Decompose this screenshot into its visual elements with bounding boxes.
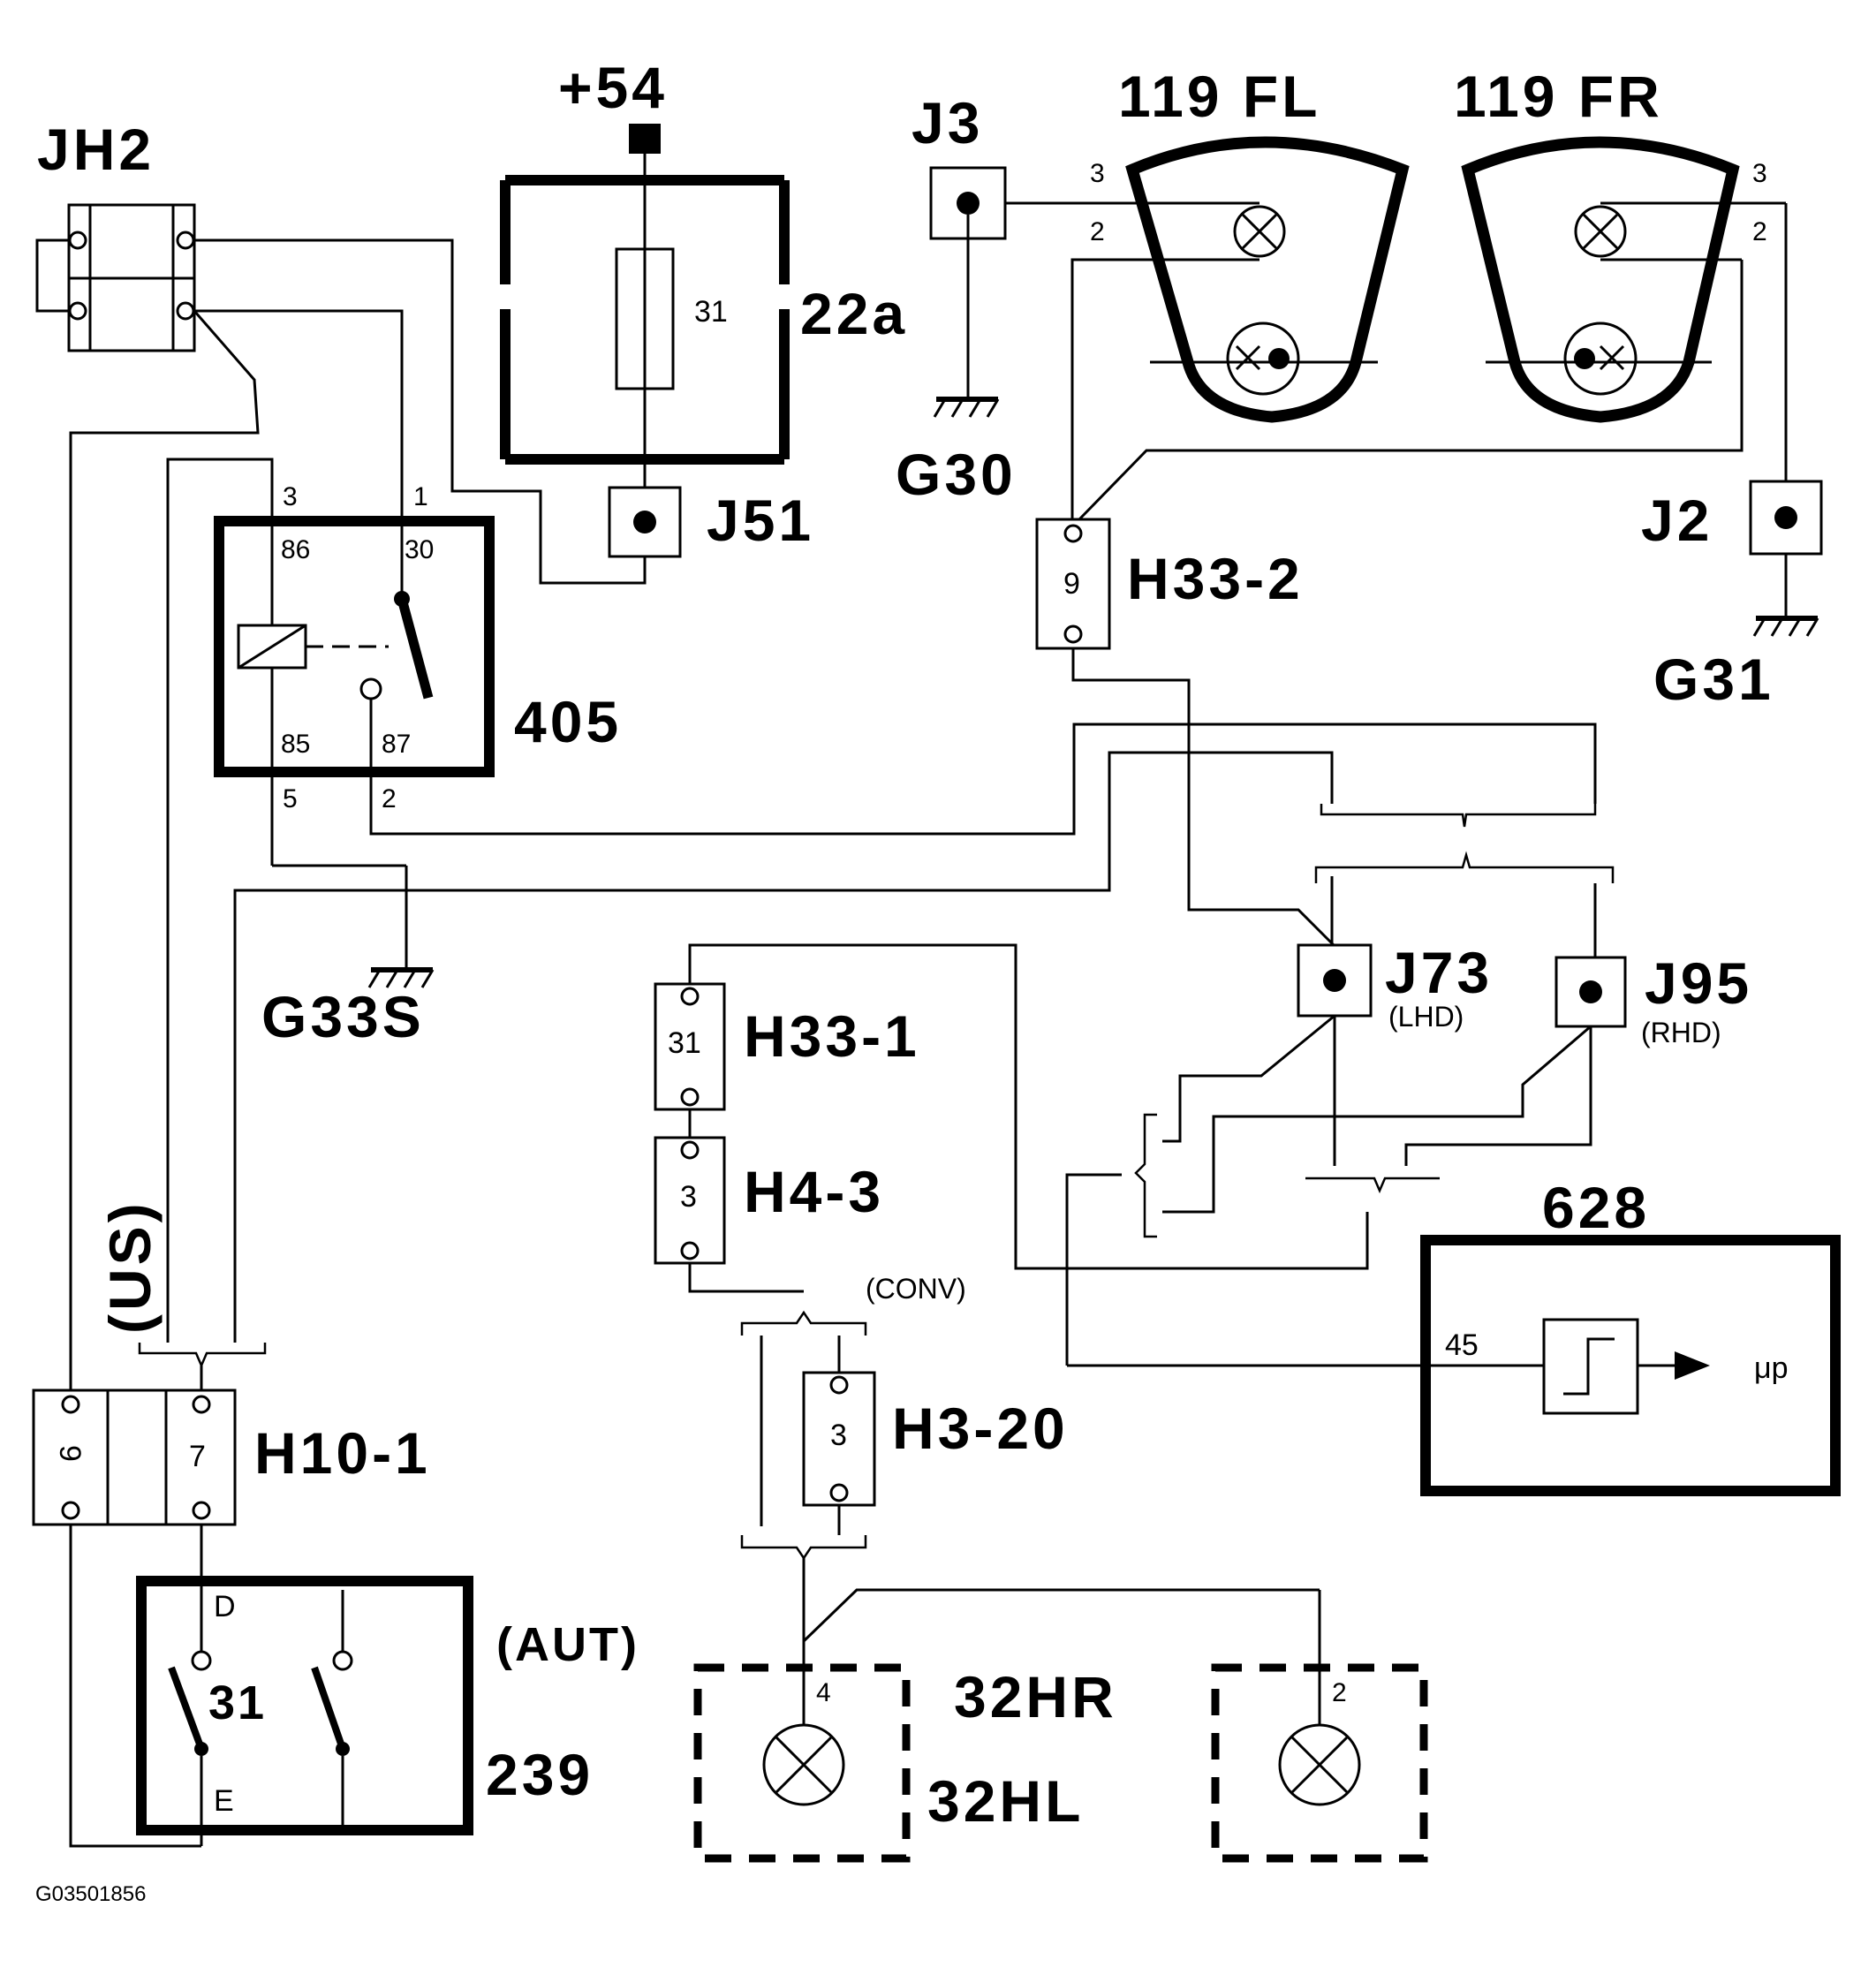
label-j73: J73 — [1385, 940, 1493, 1005]
label-conv: (CONV) — [866, 1273, 966, 1305]
label-h10-1: H10-1 — [254, 1420, 431, 1486]
label-g31: G31 — [1653, 647, 1774, 712]
label-plus54: +54 — [558, 55, 668, 120]
headlamp-119-fr — [1461, 136, 1786, 423]
label-us: (US) — [97, 1199, 163, 1334]
connector-j2 — [1749, 203, 1823, 618]
label-628: 628 — [1542, 1175, 1650, 1240]
relay-pin-1: 1 — [413, 482, 428, 511]
label-22a: 22a — [800, 281, 908, 346]
label-h3-20: H3-20 — [892, 1396, 1069, 1461]
fr-pin-2: 2 — [1752, 217, 1767, 246]
connector-j3 — [929, 166, 1007, 399]
label-32hl: 32HL — [927, 1768, 1084, 1834]
relay-pin-85: 85 — [281, 730, 310, 759]
connector-j95 — [1555, 956, 1627, 1028]
label-h33-2: H33-2 — [1127, 546, 1304, 611]
lamp-hl-pin-4: 4 — [816, 1678, 831, 1707]
switch-pin-e: E — [214, 1784, 234, 1818]
figure-id: G03501856 — [35, 1882, 146, 1906]
label-32hr: 32HR — [954, 1664, 1117, 1729]
label-rhd: (RHD) — [1641, 1017, 1721, 1048]
fl-pin-2: 2 — [1090, 217, 1105, 246]
relay-pin-86: 86 — [281, 535, 310, 564]
lamp-32hr — [1211, 1590, 1428, 1863]
label-j3: J3 — [912, 90, 983, 155]
label-g33s: G33S — [261, 984, 425, 1049]
label-g30: G30 — [896, 442, 1017, 507]
relay-405 — [214, 484, 495, 866]
h3-20-pin: 3 — [830, 1419, 847, 1452]
label-119-fl: 119 FL — [1118, 64, 1320, 129]
label-405: 405 — [514, 689, 622, 754]
fl-pin-3: 3 — [1090, 159, 1105, 188]
label-microprocessor: μp — [1754, 1351, 1789, 1385]
label-h4-3: H4-3 — [744, 1159, 884, 1224]
ground-g30 — [933, 397, 1000, 418]
m628-pin-45: 45 — [1445, 1328, 1479, 1362]
connector-h10-1 — [32, 1389, 237, 1526]
ground-g31 — [1752, 616, 1819, 637]
h33-2-pin: 9 — [1063, 567, 1080, 601]
headlamp-119-fl — [1078, 136, 1410, 423]
label-239: 239 — [486, 1742, 594, 1807]
label-aut: (AUT) — [496, 1618, 639, 1671]
h10-1-pin-9: 9 — [53, 1445, 87, 1462]
h33-1-pin: 31 — [668, 1026, 701, 1060]
wires — [69, 201, 1744, 1848]
relay-pin-87: 87 — [382, 730, 411, 759]
terminal-54 — [629, 124, 661, 154]
lamp-32hl — [693, 1641, 911, 1863]
switch-pin-d: D — [214, 1590, 236, 1623]
h10-1-pin-7: 7 — [189, 1440, 206, 1473]
label-h33-1: H33-1 — [744, 1003, 920, 1069]
label-jh2: JH2 — [37, 117, 155, 182]
label-119-fr: 119 FR — [1454, 64, 1663, 129]
relay-pin-30: 30 — [405, 535, 434, 564]
connector-j73 — [1297, 943, 1373, 1018]
label-j51: J51 — [707, 488, 814, 553]
ground-g33s — [367, 866, 435, 988]
relay-pin-5: 5 — [283, 784, 298, 813]
label-lhd: (LHD) — [1388, 1001, 1464, 1033]
switch-239 — [136, 1525, 473, 1846]
switch-pin-31: 31 — [208, 1676, 267, 1729]
relay-pin-3: 3 — [283, 482, 298, 511]
connector-j51 — [608, 486, 682, 558]
h4-3-pin: 3 — [680, 1180, 697, 1214]
fuse-box-22a — [500, 124, 790, 488]
label-j95: J95 — [1645, 950, 1752, 1016]
lamp-hr-pin-2: 2 — [1332, 1678, 1347, 1707]
connector-jh2 — [35, 203, 196, 352]
fuse-pin-31: 31 — [694, 295, 728, 329]
label-j2: J2 — [1641, 488, 1713, 553]
module-628 — [1067, 1235, 1841, 1496]
relay-pin-2: 2 — [382, 784, 397, 813]
fr-pin-3: 3 — [1752, 159, 1767, 188]
